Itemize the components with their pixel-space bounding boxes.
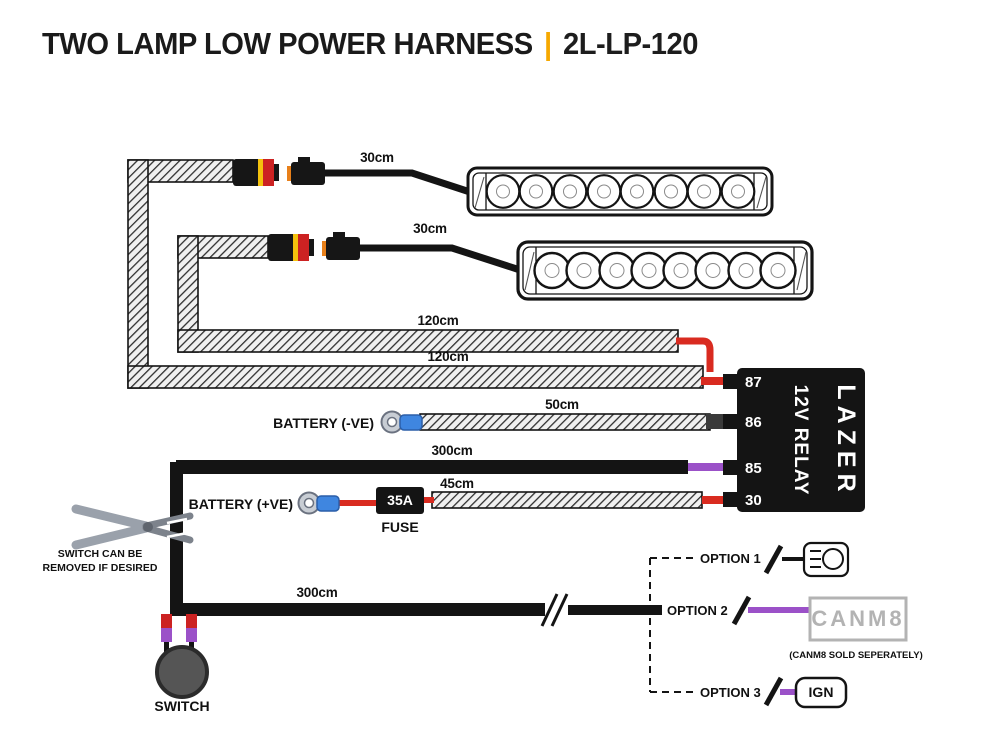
wire-post-break bbox=[568, 605, 662, 615]
connector-pair-1 bbox=[233, 157, 325, 186]
switch bbox=[155, 614, 209, 699]
relay-pin-30-label: 30 bbox=[745, 492, 762, 509]
wire-lamp2 bbox=[360, 244, 522, 274]
connector-seal-icon bbox=[287, 166, 292, 181]
ring-terminal-positive bbox=[297, 491, 340, 515]
connector-pair-2 bbox=[268, 232, 360, 261]
canm8-note: (CANM8 SOLD SEPERATELY) bbox=[789, 650, 923, 661]
ring-hole-icon bbox=[386, 416, 398, 428]
switch-stub-red-1 bbox=[161, 614, 172, 628]
connector-plug-body-icon bbox=[233, 159, 266, 186]
cable-label-30cm-1: 30cm bbox=[360, 150, 394, 165]
cable-label-300cm-bottom: 300cm bbox=[296, 585, 337, 600]
switch-stub-purple-1 bbox=[161, 628, 172, 642]
ign-label: IGN bbox=[809, 684, 834, 700]
wire-stub-86 bbox=[706, 414, 724, 429]
fuse: 35A bbox=[376, 487, 424, 514]
ign-box: IGN bbox=[794, 676, 848, 709]
cable-label-45cm: 45cm bbox=[440, 476, 474, 491]
ring-barrel-icon bbox=[316, 495, 340, 512]
lamp2-reflector-inner bbox=[544, 263, 786, 278]
wire-cutter-icon bbox=[71, 504, 194, 550]
braid-120cm-lower bbox=[127, 365, 704, 389]
fuse-rating-label: 35A bbox=[387, 492, 413, 508]
relay-pin-86-stub bbox=[723, 414, 737, 429]
led-light-bar-1 bbox=[466, 166, 774, 217]
fuse-label: FUSE bbox=[381, 519, 418, 535]
splice-mark-icon bbox=[763, 544, 784, 575]
black-wires bbox=[170, 169, 688, 616]
switch-stub-purple-2 bbox=[186, 628, 197, 642]
switch-note-line1: SWITCH CAN BE bbox=[58, 548, 143, 560]
cable-label-300cm-mid: 300cm bbox=[431, 443, 472, 458]
option-dashed-lines bbox=[649, 557, 697, 693]
relay-pin-87-label: 87 bbox=[745, 374, 762, 391]
canm8-label: CANM8 bbox=[811, 606, 904, 631]
connector-nub-icon bbox=[309, 239, 314, 256]
relay-pin-85-stub bbox=[723, 460, 737, 475]
cable-label-30cm-2: 30cm bbox=[413, 221, 447, 236]
canm8-box: CANM8 bbox=[808, 596, 908, 642]
ring-terminal-negative bbox=[380, 410, 423, 434]
lamp1-reflectors bbox=[485, 174, 756, 209]
page-title: TWO LAMP LOW POWER HARNESS | 2L-LP-120 bbox=[42, 26, 698, 62]
lamp2-reflectors bbox=[533, 251, 797, 290]
title-product-code: 2L-LP-120 bbox=[562, 26, 699, 61]
connector-yellow-band-icon bbox=[258, 159, 263, 186]
connector-latch-icon bbox=[298, 157, 310, 163]
cable-label-50cm: 50cm bbox=[545, 397, 579, 412]
option-2-label: OPTION 2 bbox=[667, 603, 728, 618]
switch-button[interactable] bbox=[155, 645, 209, 699]
connector-seal-icon bbox=[322, 241, 327, 256]
led-light-bar-2 bbox=[516, 240, 814, 301]
fuse-body bbox=[376, 487, 424, 514]
wire-lamp1 bbox=[325, 169, 472, 196]
cable-break-icon bbox=[540, 593, 569, 627]
connector-latch-icon bbox=[333, 232, 345, 238]
splice-mark-icon bbox=[763, 676, 784, 707]
wire-red-87-upper bbox=[676, 337, 714, 372]
ring-barrel-icon bbox=[399, 414, 423, 431]
battery-positive-label: BATTERY (+VE) bbox=[189, 496, 293, 512]
splice-mark-icon bbox=[731, 595, 752, 626]
battery-negative-label: BATTERY (-VE) bbox=[273, 415, 374, 431]
lamp1-reflector-inner bbox=[496, 184, 745, 199]
relay-brand-logo: LAZER bbox=[832, 384, 860, 497]
colored-wires bbox=[337, 337, 812, 695]
connector-nub-icon bbox=[274, 164, 279, 181]
title-main: TWO LAMP LOW POWER HARNESS bbox=[42, 26, 533, 61]
cable-label-120cm-2: 120cm bbox=[427, 349, 468, 364]
wire-300cm-switch bbox=[176, 460, 688, 474]
option-1-label: OPTION 1 bbox=[700, 551, 761, 566]
connector-red-band-icon bbox=[298, 234, 309, 261]
braid-50cm bbox=[419, 413, 711, 431]
option-3-label: OPTION 3 bbox=[700, 685, 761, 700]
connector-red-band-icon bbox=[263, 159, 274, 186]
connector-socket-body-icon bbox=[291, 162, 325, 185]
wire-300cm-ignition bbox=[170, 603, 545, 616]
options: CANM8 IGN bbox=[649, 541, 908, 709]
relay-pin-30-stub bbox=[723, 492, 737, 507]
braided-cables bbox=[127, 159, 711, 509]
labels: 30cm 30cm 120cm 120cm 50cm 300cm 45cm 30… bbox=[43, 150, 923, 714]
headlight-icon bbox=[802, 541, 850, 578]
connector-plug-body-icon bbox=[268, 234, 301, 261]
connector-yellow-band-icon bbox=[293, 234, 298, 261]
ring-hole-icon bbox=[303, 497, 315, 509]
switch-note-line2: REMOVED IF DESIRED bbox=[43, 562, 158, 574]
braid-45cm bbox=[431, 491, 703, 509]
relay-pin-85-label: 85 bbox=[745, 460, 762, 477]
relay: 87 86 85 30 12V RELAY LAZER bbox=[723, 368, 865, 512]
title-separator: | bbox=[543, 26, 552, 61]
relay-pin-87-stub bbox=[723, 374, 737, 389]
relay-pin-86-label: 86 bbox=[745, 414, 762, 431]
cable-label-120cm-1: 120cm bbox=[417, 313, 458, 328]
switch-stub-red-2 bbox=[186, 614, 197, 628]
relay-type-label: 12V RELAY bbox=[790, 385, 811, 496]
switch-label: SWITCH bbox=[154, 698, 209, 714]
relay-body bbox=[737, 368, 865, 512]
connector-socket-body-icon bbox=[326, 237, 360, 260]
braid-lamp1-vertical bbox=[127, 159, 149, 389]
